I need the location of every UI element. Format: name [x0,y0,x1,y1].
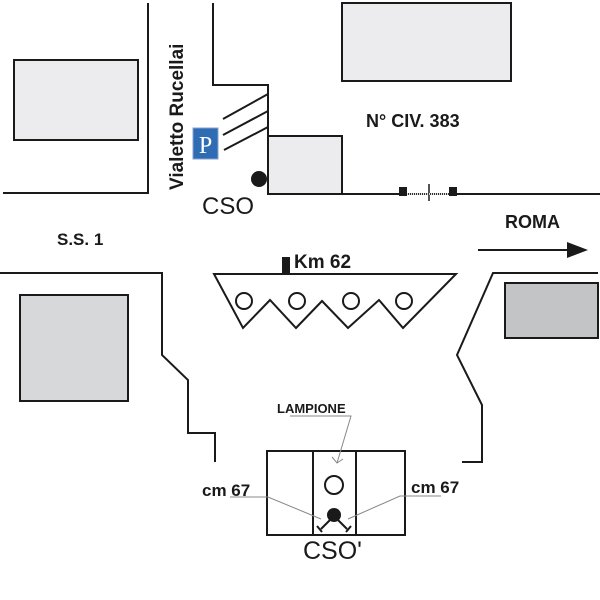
parking-stripe [222,93,269,120]
cso-prime-leg [320,519,331,530]
building-bottom-left [19,294,129,402]
island-circle [288,292,306,310]
cso-prime-leg [337,519,348,530]
cso-prime-marker-icon [327,508,341,522]
island-circle [235,292,253,310]
pole-marker [399,187,407,196]
building-bottom-right [504,282,599,339]
road-edge-bottom-right [455,272,598,463]
house-number-label: N° CIV. 383 [366,111,460,131]
direction-arrow-icon [567,242,588,258]
street-label-vialetto: Vialetto Rucellai [167,44,188,190]
road-edge-vialetto [212,3,600,195]
lamp-leader-line [290,415,352,464]
lamp-label: LAMPIONE [277,401,346,416]
building-top-right [341,2,512,82]
pole-marker [449,187,457,196]
island-circle [395,292,413,310]
cso-prime-label: CSO' [303,537,362,565]
parking-stripe [223,126,269,151]
lamp-leader-arrow [331,456,344,464]
distance-leader-right [347,495,441,520]
building-cso [267,135,343,195]
traffic-island [212,273,459,330]
road-edge-bottom-left [0,272,216,462]
distance-label-left: cm 67 [202,481,250,500]
building-top-left [13,59,139,141]
direction-label: ROMA [505,212,560,232]
cso-prime-foot [316,525,323,533]
parking-sign [192,127,219,160]
lamp-icon [324,475,344,495]
km-post-icon [282,257,290,274]
distance-label-right: cm 67 [411,478,459,497]
cso-label: CSO [202,193,254,220]
road-edge-top-left [3,3,149,194]
distance-leader-left [230,496,322,520]
parking-stripe [222,110,269,136]
cso-prime-foot [345,525,352,533]
island-circle [342,292,360,310]
parking-sign-letter: P [199,133,212,159]
km-label: Km 62 [294,252,351,273]
cso-marker-icon [251,171,267,187]
main-road-label: S.S. 1 [57,230,103,249]
